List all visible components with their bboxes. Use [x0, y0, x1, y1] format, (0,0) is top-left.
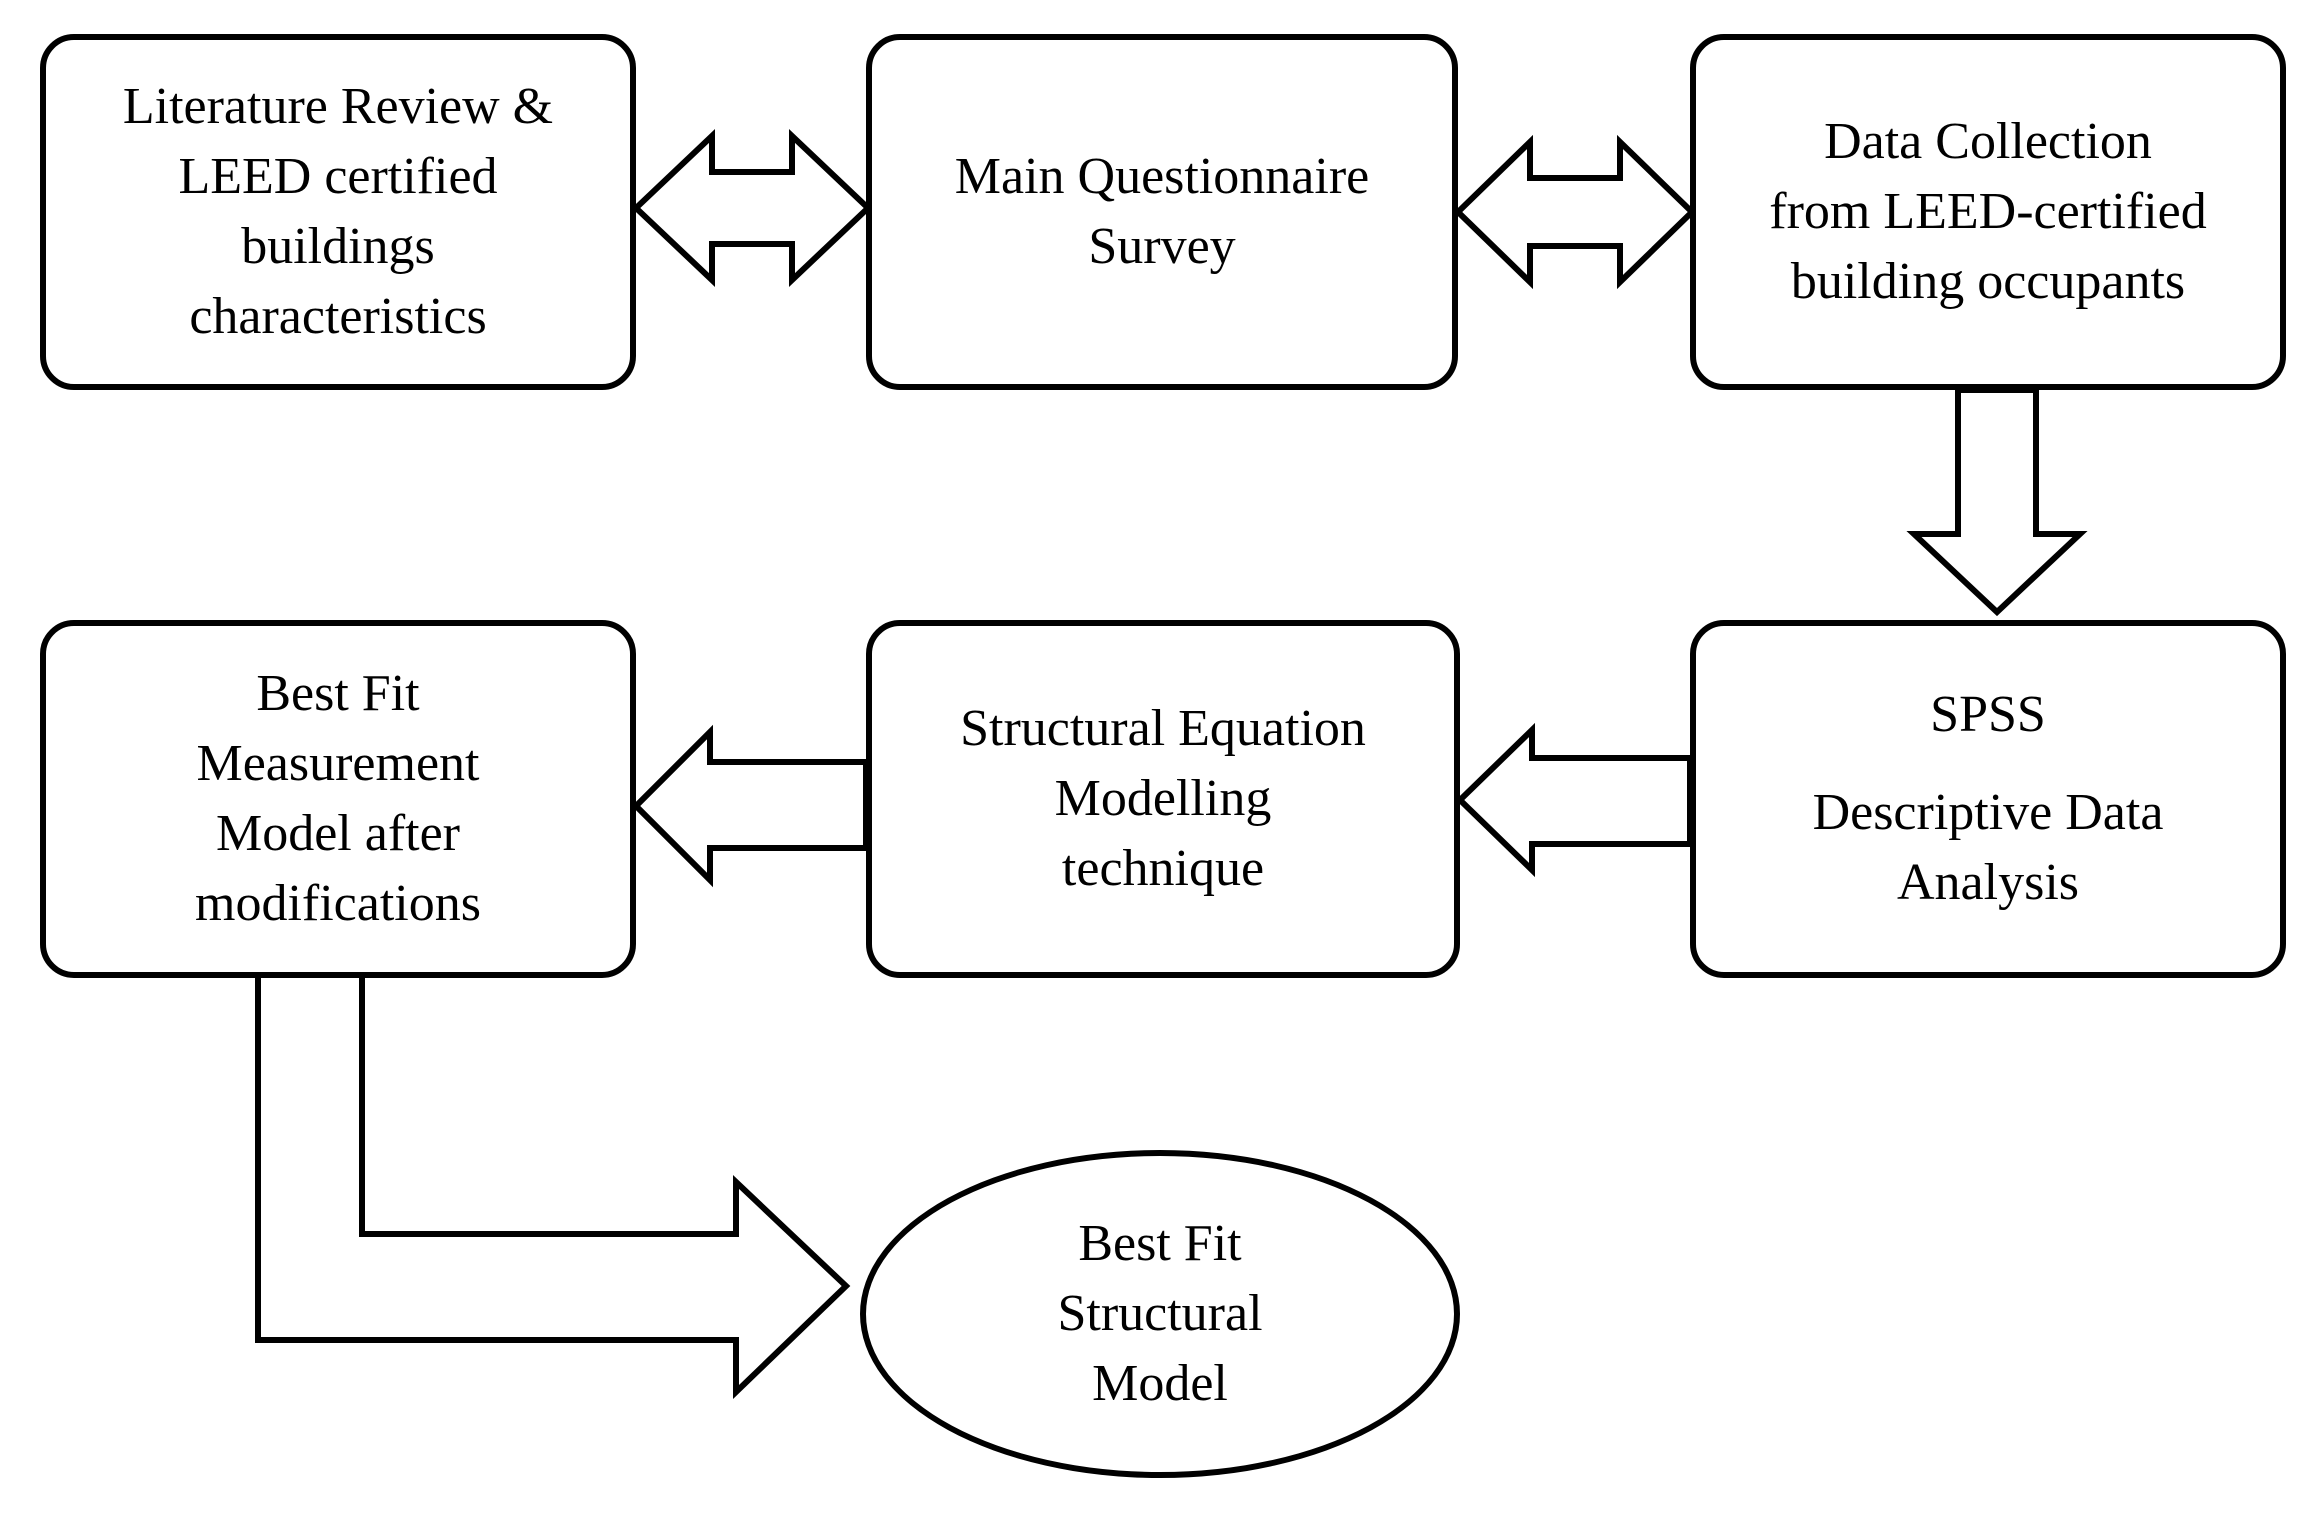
node-line: modifications: [195, 875, 481, 932]
node-line: Analysis: [1897, 854, 2079, 911]
node-line: buildings: [241, 218, 435, 275]
node-line: from LEED-certified: [1769, 183, 2207, 240]
node-line: Literature Review &: [122, 78, 554, 135]
node-line: Data Collection: [1824, 113, 2152, 170]
node-line: Structural: [1057, 1285, 1263, 1342]
node-line: Structural Equation: [960, 700, 1366, 757]
node-line: Measurement: [196, 735, 480, 792]
arrow-sem-to-measurement: [631, 724, 869, 888]
node-best-fit-measurement: Best Fit Measurement Model after modific…: [40, 620, 636, 978]
node-best-fit-structural-model: Best Fit Structural Model: [860, 1150, 1460, 1478]
node-literature-review: Literature Review & LEED certified build…: [40, 34, 636, 390]
node-line: LEED certified: [178, 148, 498, 205]
node-line: Main Questionnaire: [954, 148, 1370, 205]
node-main-questionnaire: Main Questionnaire Survey: [866, 34, 1458, 390]
node-line: characteristics: [189, 288, 487, 345]
node-line: technique: [1061, 840, 1265, 897]
arrow-measurement-to-structural: [255, 967, 851, 1400]
node-line: Descriptive Data: [1812, 784, 2164, 841]
node-spss: SPSS Descriptive Data Analysis: [1690, 620, 2286, 978]
arrow-datacollection-to-spss: [1906, 387, 2088, 617]
node-line: Model: [1092, 1355, 1228, 1412]
node-line: Modelling: [1054, 770, 1272, 827]
node-line: Best Fit: [256, 665, 420, 722]
double-arrow-questionnaire-datacollection: [1453, 134, 1697, 290]
node-line: Best Fit: [1078, 1215, 1242, 1272]
node-title: SPSS: [1930, 686, 2046, 743]
arrow-spss-to-sem: [1455, 722, 1693, 878]
node-line: building occupants: [1790, 253, 2186, 310]
node-line: Model after: [215, 805, 460, 862]
node-data-collection: Data Collection from LEED-certified buil…: [1690, 34, 2286, 390]
node-line: Survey: [1088, 218, 1236, 275]
double-arrow-literature-questionnaire: [631, 129, 873, 287]
node-structural-equation-modelling: Structural Equation Modelling technique: [866, 620, 1460, 978]
